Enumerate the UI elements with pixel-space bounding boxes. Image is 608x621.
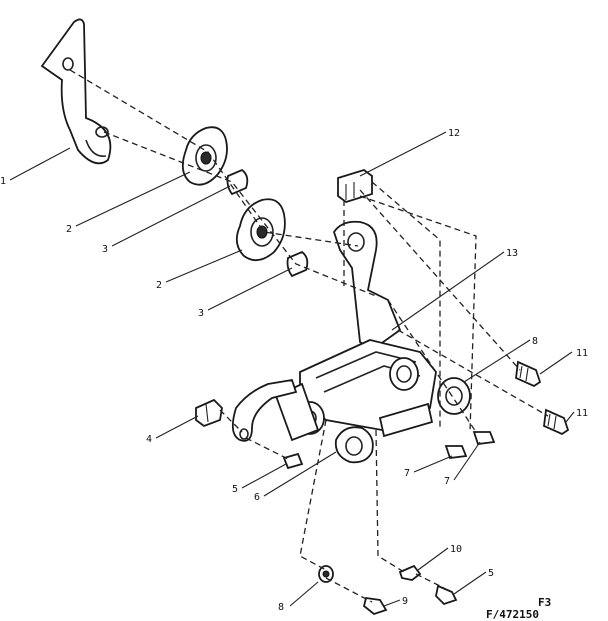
lever-arm-part <box>40 18 112 165</box>
screw-5-right <box>435 584 458 606</box>
callout-8-bottom: 8 <box>278 602 284 613</box>
screw-9 <box>362 596 388 616</box>
callout-1: 1 <box>0 176 6 187</box>
callout-3-lower: 3 <box>198 308 204 319</box>
callout-leader-lines <box>9 131 575 607</box>
callout-13: 13 <box>506 248 518 259</box>
callout-7-right: 7 <box>444 476 450 487</box>
callout-8-right: 8 <box>532 336 538 347</box>
callout-11-lower: 11 <box>576 408 588 419</box>
clip-part-10 <box>398 564 422 581</box>
clip-part-4 <box>195 398 223 428</box>
callout-6-lower: 6 <box>254 492 260 503</box>
figure-code-line2: F/472150 <box>486 608 539 621</box>
figure-code: F3 F/472150 <box>486 596 551 621</box>
screw-5-left <box>282 452 304 470</box>
callout-4: 4 <box>146 434 152 445</box>
screw-upper-right <box>515 360 542 388</box>
assembly-guide-lines <box>69 69 549 603</box>
callout-5-right: 5 <box>488 568 494 579</box>
callout-11-upper: 11 <box>576 348 588 359</box>
gear-wheel-upper <box>181 126 228 186</box>
roller-right <box>437 377 471 415</box>
callout-3-upper: 3 <box>102 244 108 255</box>
callout-5-left: 5 <box>232 484 238 495</box>
callout-2-upper: 2 <box>66 224 72 235</box>
gear-wheel-lower <box>235 198 286 262</box>
nut-bottom <box>318 565 334 583</box>
main-bracket-assembly <box>231 220 437 442</box>
figure-code-line1: F3 <box>538 596 551 609</box>
callout-9: 9 <box>402 596 408 607</box>
screw-7-right <box>472 431 496 445</box>
callout-7-left: 7 <box>404 468 410 479</box>
clip-block-part <box>337 169 373 203</box>
screw-7-left <box>444 445 468 459</box>
callout-2-lower: 2 <box>156 280 162 291</box>
screw-lower-right <box>543 408 570 436</box>
roller-lower <box>334 426 374 464</box>
callout-12: 12 <box>448 128 460 139</box>
callout-labels: 1 2 3 2 3 12 13 8 11 11 4 5 6 7 7 10 5 8… <box>0 128 588 613</box>
callout-10: 10 <box>450 544 462 555</box>
